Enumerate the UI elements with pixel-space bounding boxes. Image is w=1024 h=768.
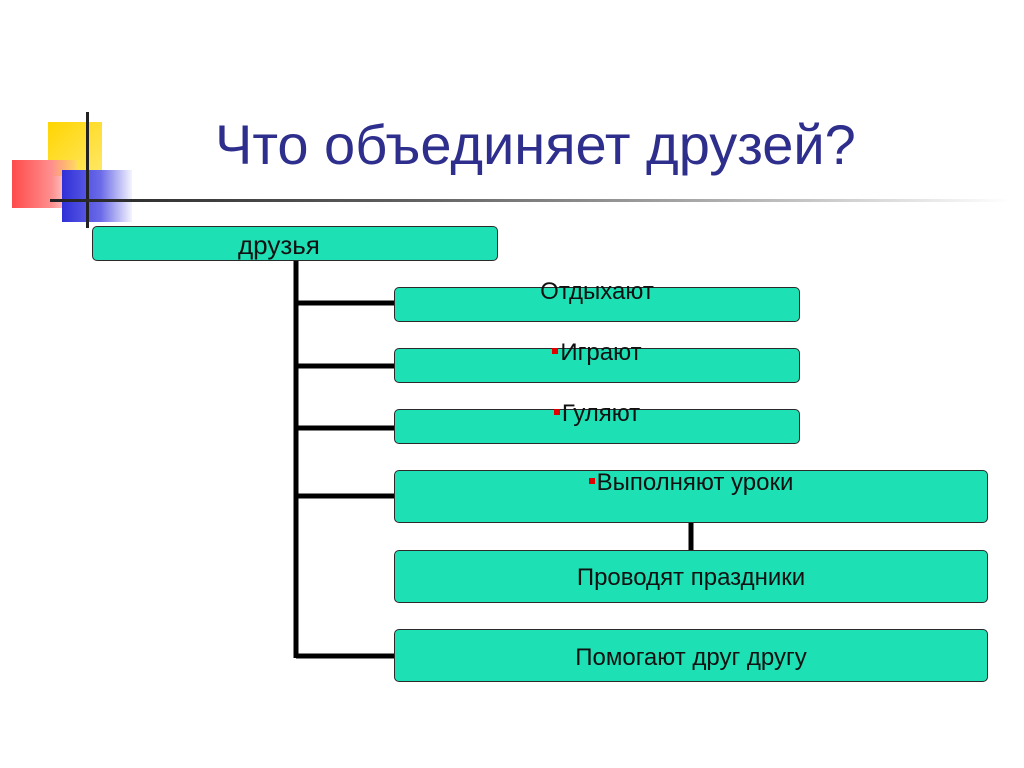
node-child-3-text: Гуляют — [395, 400, 799, 428]
node-child-6-label: Помогают друг другу — [575, 644, 807, 671]
node-child-2: Играют — [394, 339, 800, 383]
node-child-2-text: Играют — [395, 339, 799, 367]
node-child-1: Отдыхают — [394, 278, 800, 322]
node-child-5-label: Проводят праздники — [576, 564, 806, 591]
decor-blue-square — [62, 170, 132, 222]
title-underline — [50, 199, 1010, 202]
node-root-label: друзья — [238, 230, 320, 260]
bullet-icon — [553, 409, 560, 415]
decor-vertical-line — [86, 112, 89, 228]
node-child-4-text: Выполняют уроки — [395, 469, 987, 497]
node-child-2-label: Играют — [560, 339, 642, 366]
node-child-3: Гуляют — [394, 400, 800, 444]
page-title: Что объединяет друзей? — [215, 113, 856, 176]
bullet-icon — [588, 478, 595, 484]
node-child-6: Помогают друг другу — [394, 629, 988, 682]
bullet-icon — [552, 348, 559, 354]
node-child-5: Проводят праздники — [394, 550, 988, 603]
node-child-4-label: Выполняют уроки — [596, 469, 794, 496]
node-root: друзья — [92, 226, 498, 261]
node-child-1-label: Отдыхают — [540, 278, 654, 305]
node-child-4: Выполняют уроки — [394, 469, 988, 523]
node-child-3-label: Гуляют — [561, 400, 641, 427]
